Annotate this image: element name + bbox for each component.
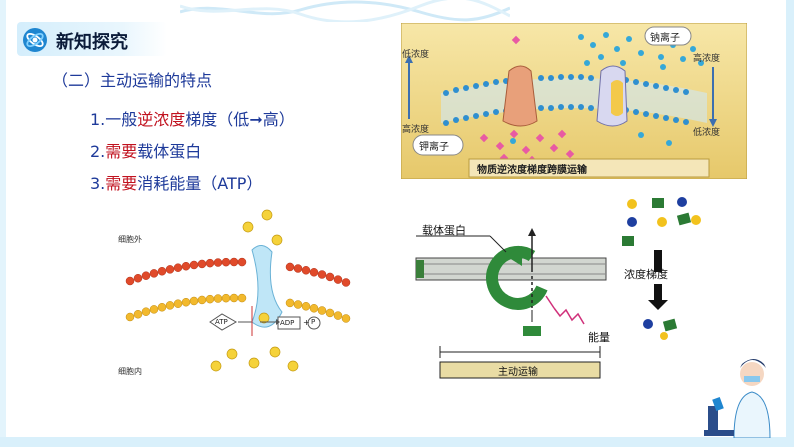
point-2-pre: 2. (90, 142, 106, 161)
high-concentration-left: 高浓度 (402, 125, 430, 135)
point-1-post: 梯度（低 (185, 110, 250, 129)
lipid-head-outer (197, 259, 207, 269)
outside-cell-label: 细胞外 (118, 235, 142, 244)
lipid-head-inner (237, 293, 247, 303)
figure-caption-2: 主动运输 (498, 367, 538, 378)
point-3-post: 消耗能量（ATP） (137, 174, 263, 193)
lipid-head-inner (213, 294, 223, 303)
point-1-tail: 高） (262, 110, 295, 129)
lipid-head-outer (125, 276, 135, 286)
sodium-label: 钠离子 (650, 33, 680, 44)
phosphate-label: P (311, 318, 316, 326)
lipid-head-outer (173, 263, 183, 272)
lipid-head-outer (325, 272, 335, 282)
lipid-head-outer (229, 257, 239, 267)
point-3-pre: 3. (90, 174, 106, 193)
point-3: 3.需要消耗能量（ATP） (90, 170, 262, 194)
lipid-head-outer (293, 264, 303, 273)
lipid-head-outer (157, 267, 167, 276)
carrier-label: 载体蛋白 (422, 224, 466, 237)
high-concentration-right: 高浓度 (693, 54, 721, 64)
lipid-head-inner (181, 297, 191, 307)
adp-label: ADP (280, 319, 295, 327)
page-title: 新知探究 (56, 32, 128, 53)
dna-decoration-icon (180, 0, 510, 22)
lipid-head-inner (325, 308, 335, 318)
atp-label: ATP (215, 318, 228, 326)
lipid-head-outer (205, 258, 215, 268)
point-2-highlight: 需要 (105, 142, 138, 161)
lipid-head-outer (341, 278, 351, 287)
lipid-head-outer (221, 257, 231, 267)
gradient-label: 浓度梯度 (624, 268, 668, 281)
lipid-head-outer (285, 262, 295, 272)
lipid-head-outer (237, 257, 247, 267)
gradient-diagram (622, 197, 701, 340)
inside-cell-label: 细胞内 (118, 367, 142, 376)
lipid-head-inner (301, 302, 311, 311)
lipid-head-inner (157, 303, 167, 312)
lipid-head-outer (165, 265, 175, 274)
lipid-head-inner (205, 294, 215, 304)
lipid-head-inner (173, 299, 183, 308)
lipid-head-inner (149, 305, 159, 314)
lipid-head-outer (333, 275, 343, 284)
right-arrow-icon: ➞ (249, 110, 263, 129)
lipid-head-outer (213, 258, 223, 267)
lipid-head-inner (133, 309, 143, 319)
lipid-head-inner (141, 307, 151, 316)
lipid-head-inner (333, 311, 343, 320)
figure-sodium-potassium-pump: 钠离子 钾离子 低浓度 高浓度 高浓度 低浓度 物质逆浓度梯度跨膜运输 (401, 23, 747, 179)
figure-carrier-protein: 载体蛋白 能量 主动运输 (410, 212, 610, 384)
carrier-diagram (410, 212, 610, 384)
low-concentration-left: 低浓度 (402, 50, 430, 60)
lipid-head-outer (301, 266, 311, 275)
potassium-label: 钾离子 (419, 142, 449, 153)
lipid-head-inner (341, 314, 351, 323)
point-3-highlight: 需要 (105, 174, 138, 193)
lipid-head-inner (293, 300, 303, 309)
lipid-head-inner (309, 304, 319, 313)
lipid-head-inner (197, 295, 207, 305)
lipid-head-inner (165, 301, 175, 310)
lipid-head-inner (221, 293, 231, 303)
lipid-head-outer (149, 269, 159, 278)
lipid-head-inner (285, 298, 295, 308)
figure-caption-1: 物质逆浓度梯度跨膜运输 (477, 165, 587, 176)
lipid-head-inner (229, 293, 239, 303)
lipid-head-outer (133, 273, 143, 283)
point-1: 1.一般逆浓度梯度（低➞高） (90, 106, 295, 130)
lipid-head-outer (309, 268, 319, 277)
frame-bottom (0, 437, 794, 447)
low-concentration-right: 低浓度 (693, 128, 721, 138)
point-1-pre: 1.一般 (90, 110, 138, 129)
scientist-microscope-icon (704, 359, 771, 438)
frame-left (0, 0, 6, 447)
lipid-head-outer (189, 260, 199, 270)
figure-atp-transport: 细胞外 细胞内 ATP ADP + P (112, 206, 360, 384)
point-1-highlight: 逆浓度 (137, 110, 186, 129)
energy-label: 能量 (588, 331, 610, 344)
lipid-head-outer (141, 271, 151, 280)
lipid-head-outer (181, 261, 191, 271)
lipid-head-inner (189, 296, 199, 306)
membrane-diagram-1 (401, 23, 747, 179)
point-2: 2.需要载体蛋白 (90, 138, 201, 162)
point-2-post: 载体蛋白 (137, 142, 202, 161)
atom-icon (23, 28, 47, 52)
figure-gradient: 浓度梯度 (612, 192, 710, 342)
section-title: （二）主动运输的特点 (52, 71, 213, 90)
frame-right (786, 0, 794, 447)
lipid-head-inner (317, 306, 327, 315)
lipid-head-inner (125, 312, 135, 322)
membrane-diagram-2 (112, 206, 360, 384)
plus-label: + (303, 318, 310, 327)
lipid-head-outer (317, 270, 327, 279)
